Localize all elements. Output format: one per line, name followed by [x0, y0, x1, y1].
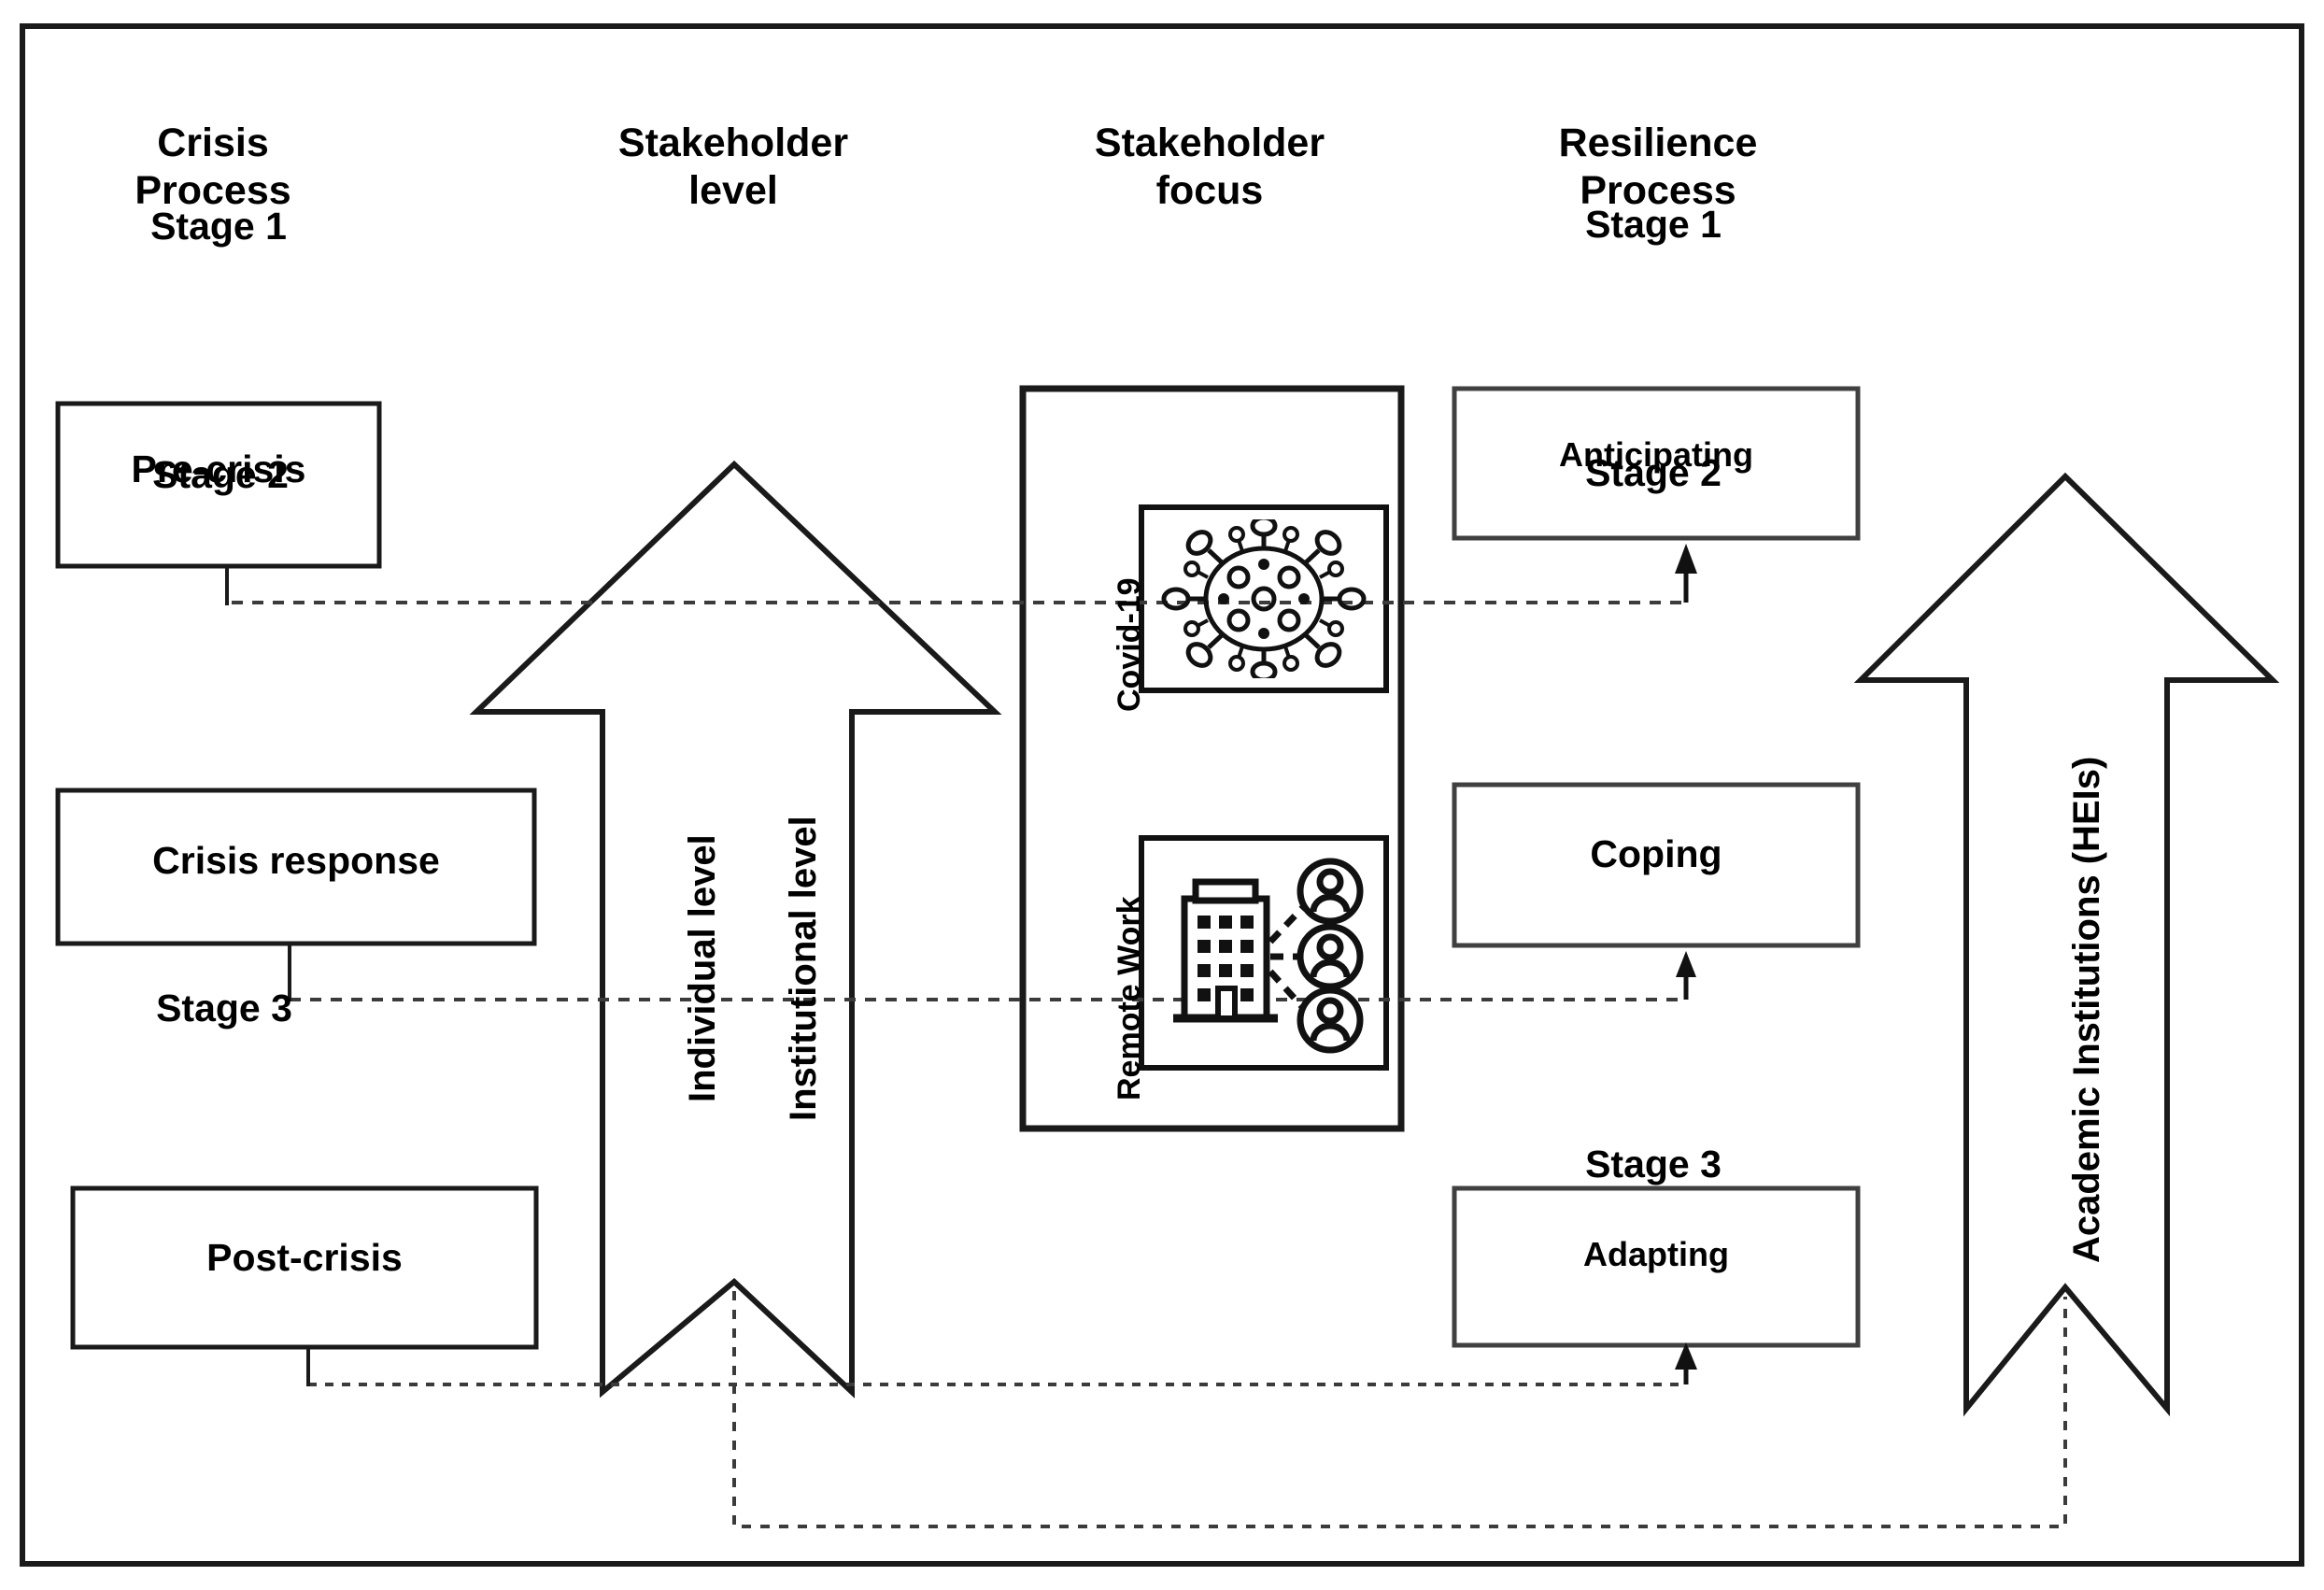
- box-label-pre-crisis: Pre-crisis: [131, 447, 306, 490]
- box-label-crisis-response: Crisis response: [152, 839, 440, 882]
- box-anticipating[interactable]: [1452, 386, 1861, 541]
- arrowhead-coping: [1676, 951, 1696, 977]
- column-heading-resilience-process: Resilience Process: [1558, 121, 1758, 213]
- box-label-post-crisis: Post-crisis: [206, 1236, 403, 1279]
- arrow-label-institutional-level: Institutional level: [783, 816, 824, 1121]
- academic-institutions-arrow: [1853, 472, 2280, 1417]
- box-coping[interactable]: [1452, 782, 1861, 948]
- column-heading-crisis-process: Crisis Process: [135, 121, 291, 213]
- connector-stage1: [225, 566, 1686, 604]
- arrowhead-adapting: [1675, 1342, 1697, 1370]
- stage-label-crisis-2: Stage 2: [152, 453, 289, 496]
- stage-label-crisis-1: Stage 1: [150, 205, 287, 248]
- box-crisis-response[interactable]: [55, 788, 537, 946]
- column-heading-stakeholder-level: Stakeholder level: [617, 121, 849, 213]
- arrow-label-academic-institutions: Academic Institutions (HEIs): [2066, 756, 2107, 1263]
- connector-feedback-loop: [732, 1291, 2067, 1528]
- column-heading-stakeholder-focus: Stakeholder focus: [1094, 121, 1325, 213]
- stage-label-resilience-1: Stage 1: [1585, 203, 1722, 246]
- stage-label-resilience-3: Stage 3: [1585, 1143, 1722, 1185]
- outer-frame: [20, 23, 2304, 1567]
- stakeholder-focus-label-covid-19: Covid-19: [1112, 577, 1147, 712]
- virus-icon: [1161, 519, 1367, 678]
- box-post-crisis[interactable]: [70, 1185, 539, 1350]
- stage-label-crisis-3: Stage 3: [156, 987, 292, 1029]
- box-label-anticipating: Anticipating: [1559, 435, 1753, 474]
- arrow-label-individual-level: Individual level: [682, 834, 723, 1102]
- stakeholder-focus-label-remote-work: Remote Work: [1112, 896, 1147, 1100]
- box-adapting[interactable]: [1452, 1185, 1861, 1348]
- stage-label-resilience-2: Stage 2: [1585, 451, 1722, 494]
- stakeholder-level-arrow: [469, 460, 1002, 1398]
- box-label-adapting: Adapting: [1583, 1235, 1729, 1273]
- arrowhead-anticipating: [1675, 544, 1697, 574]
- remote-work-icon: [1173, 858, 1364, 1054]
- box-pre-crisis[interactable]: [55, 401, 382, 569]
- box-label-coping: Coping: [1590, 832, 1722, 875]
